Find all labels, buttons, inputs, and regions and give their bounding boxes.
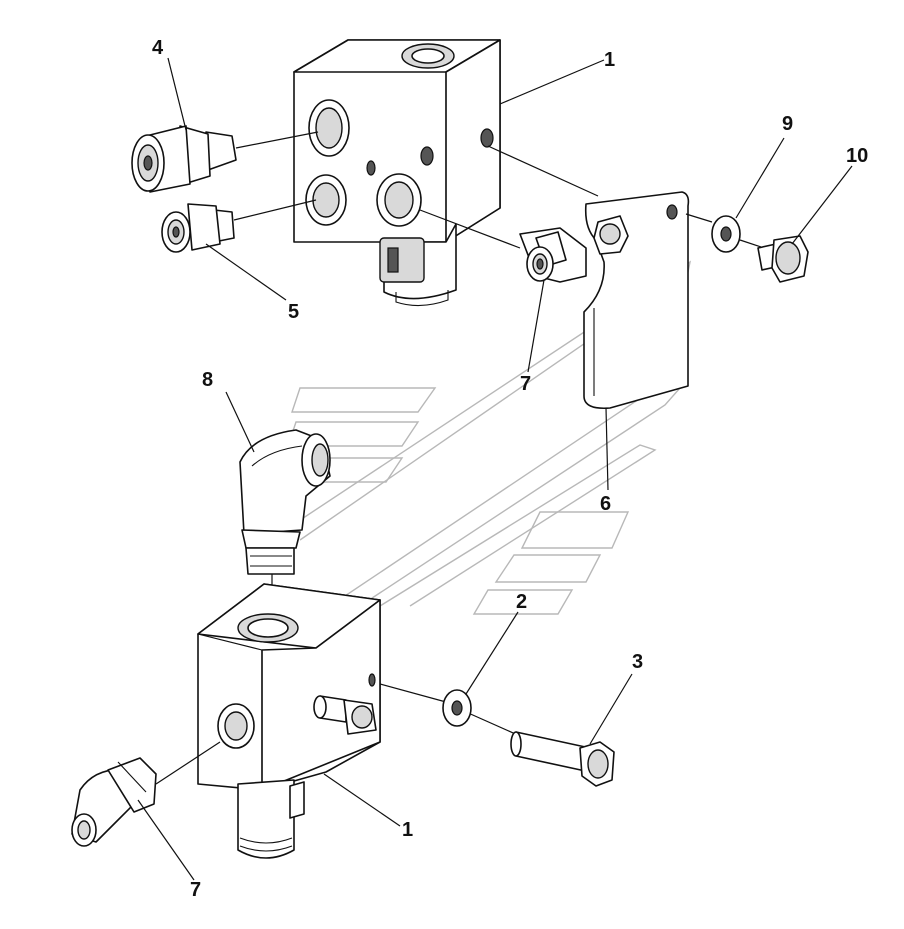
elbow-90 — [239, 429, 331, 630]
callout-fitting-small: 5 — [288, 301, 299, 323]
upper-valve-block — [293, 39, 501, 307]
callout-bracket: 6 — [600, 493, 611, 515]
callout-bolt-upper: 10 — [846, 145, 868, 167]
elbow-lower — [71, 741, 221, 847]
lower-valve-block — [197, 583, 381, 859]
callout-bolt-lower: 3 — [632, 651, 643, 673]
callout-fitting-large: 4 — [152, 37, 164, 59]
fitting-large — [131, 125, 319, 193]
washer-lower — [379, 683, 521, 737]
callout-upper-valve-block: 1 — [604, 49, 615, 71]
callout-elbow-90: 8 — [202, 369, 213, 391]
leader-lines — [137, 57, 853, 881]
callout-elbow-upper: 7 — [520, 373, 531, 395]
callout-elbow-lower: 7 — [190, 879, 201, 901]
callout-lower-valve-block: 1 — [402, 819, 413, 841]
callout-washer-lower: 2 — [516, 591, 527, 613]
callout-labels: 1 1 2 3 4 5 6 7 7 8 9 10 — [152, 37, 868, 901]
callout-washer-upper: 9 — [782, 113, 793, 135]
washer-upper — [685, 213, 741, 253]
fitting-small — [161, 199, 317, 253]
elbow-upper — [419, 209, 587, 283]
bolt-lower — [510, 731, 615, 787]
bracket — [487, 145, 690, 410]
bolt-upper — [739, 235, 809, 283]
